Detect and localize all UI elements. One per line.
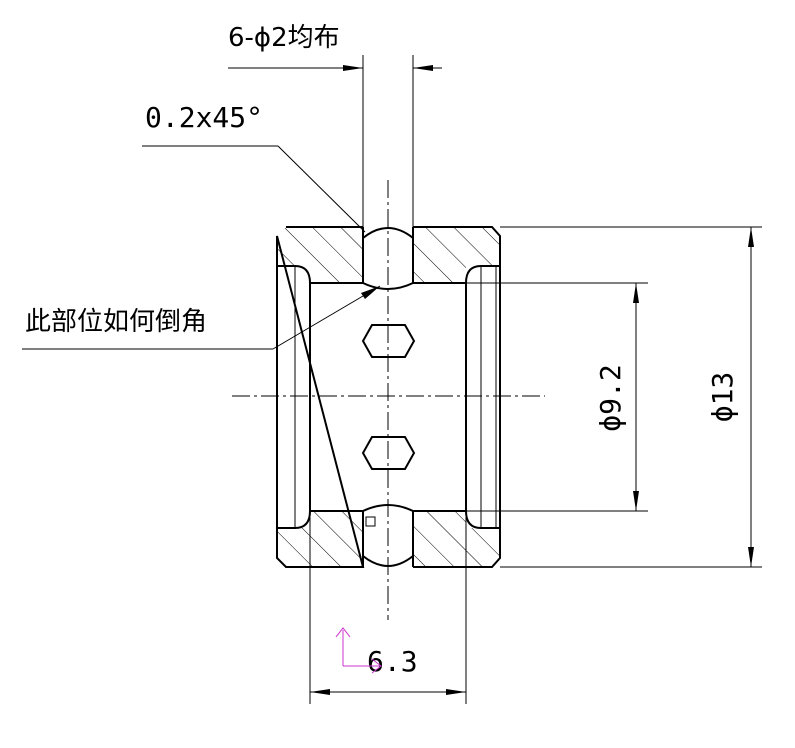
- chamfer-label: 0.2x45°: [145, 101, 263, 134]
- dim-outer-diameter: [500, 226, 762, 568]
- question-label: 此部位如何倒角: [25, 307, 207, 337]
- ucs-icon: [335, 627, 382, 674]
- dim-hole-width: [228, 55, 442, 227]
- center-lines: [232, 180, 545, 620]
- dim-inner-diameter: [466, 282, 648, 512]
- hole-spec-label: 6-ϕ2均布: [228, 23, 340, 53]
- inner-diameter-label: ϕ9.2: [594, 364, 627, 431]
- question-leader: [22, 285, 381, 350]
- outer-diameter-label: ϕ13: [706, 372, 739, 423]
- chamfer-leader: [142, 145, 366, 233]
- section-hatching: [277, 227, 500, 567]
- dim-width: [309, 511, 467, 704]
- part-outline: [276, 226, 501, 568]
